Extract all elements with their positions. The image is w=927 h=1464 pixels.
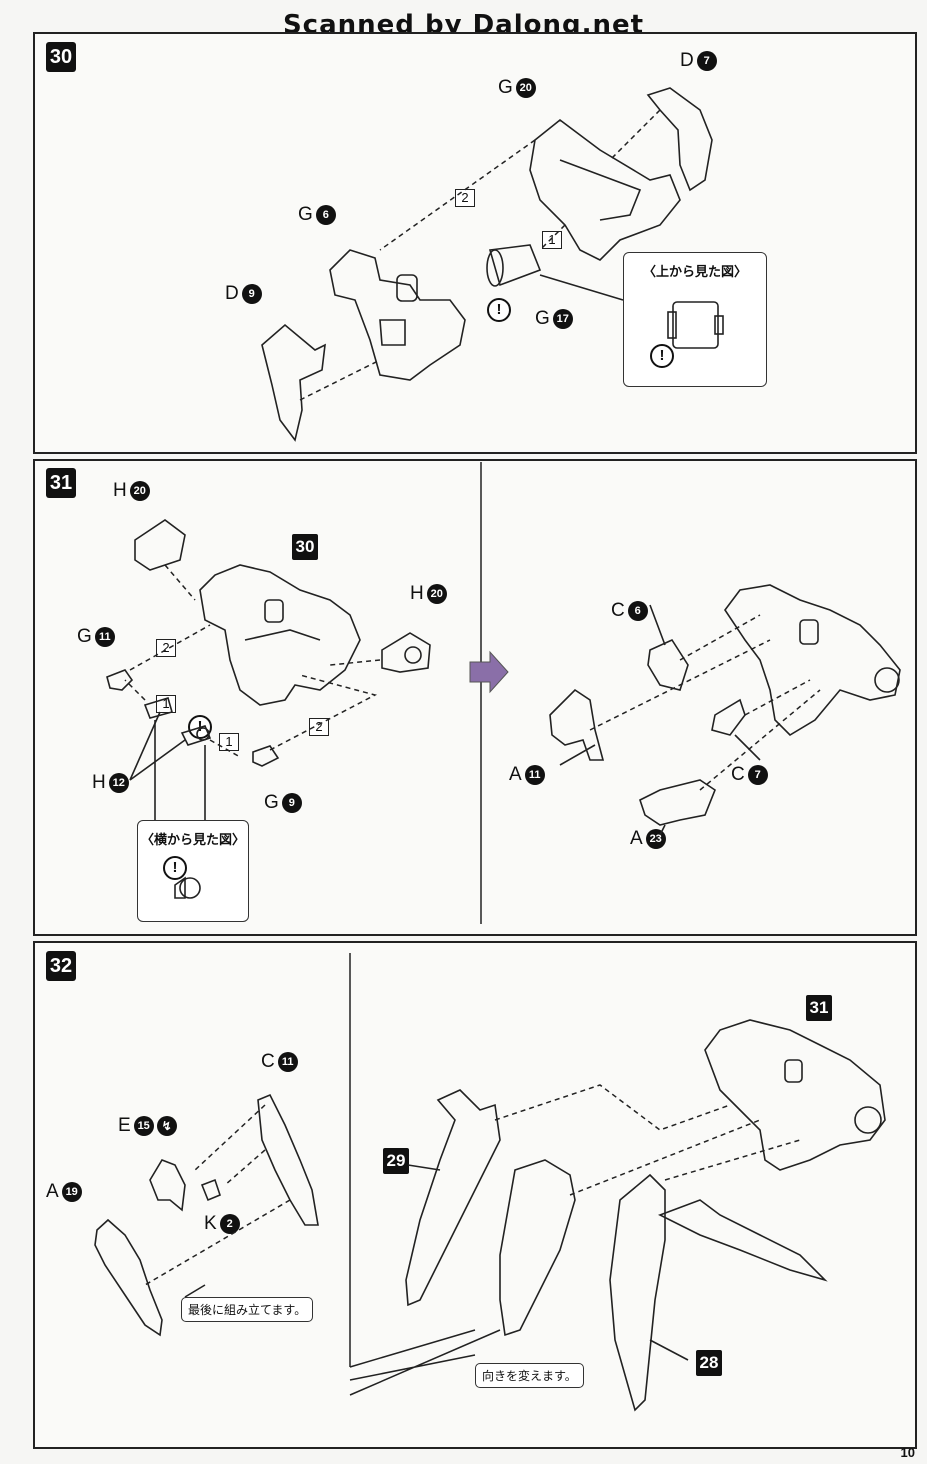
callout-title: 〈上から見た図〉: [642, 265, 747, 280]
cut-icon: ↯: [156, 1116, 177, 1136]
sequence-2: 2: [309, 718, 329, 736]
caution-icon: !: [188, 715, 212, 739]
caution-icon: !: [487, 298, 511, 322]
ref-step-28: 28: [696, 1350, 722, 1376]
ref-step-31: 31: [806, 995, 832, 1021]
top-view-callout: 〈上から見た図〉: [623, 252, 767, 387]
step-31-number: 31: [46, 468, 76, 498]
caution-icon: !: [650, 344, 674, 368]
note-assemble-last: 最後に組み立てます。: [181, 1297, 314, 1322]
sequence-1: 1: [542, 231, 562, 249]
callout-title: 〈横から見た図〉: [140, 833, 245, 848]
sequence-2: 2: [455, 189, 475, 207]
step-30-panel: [33, 32, 917, 454]
page-number: 10: [900, 1445, 915, 1460]
sequence-2: 2: [156, 639, 176, 657]
caution-icon: !: [163, 856, 187, 880]
ref-step-29: 29: [383, 1148, 409, 1174]
note-change-orientation: 向きを変えます。: [475, 1363, 584, 1388]
step-32-number: 32: [46, 951, 76, 981]
ref-step-30: 30: [292, 534, 318, 560]
sequence-1: 1: [219, 733, 239, 751]
side-view-callout: 〈横から見た図〉: [137, 820, 249, 922]
sequence-1: 1: [156, 695, 176, 713]
step-30-number: 30: [46, 42, 76, 72]
